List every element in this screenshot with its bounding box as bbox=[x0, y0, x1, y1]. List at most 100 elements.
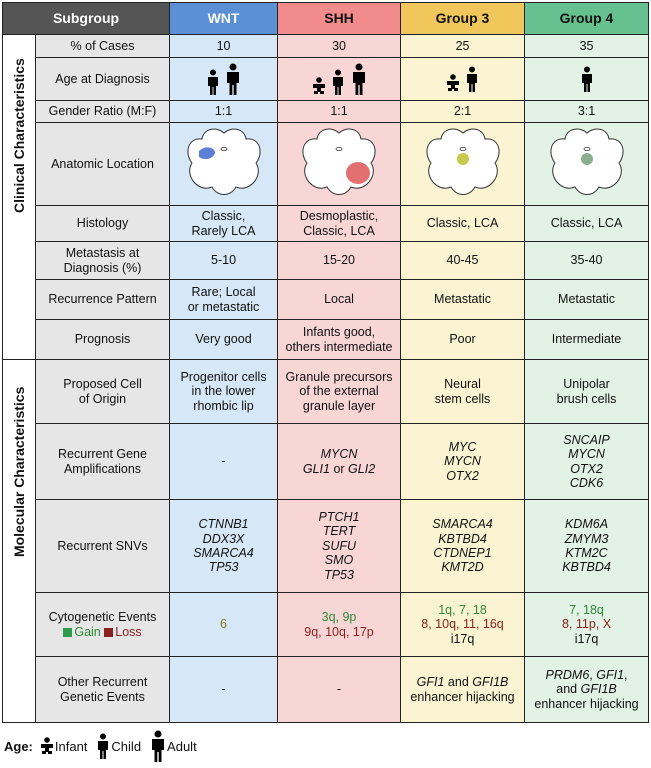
cell-age-g3 bbox=[400, 57, 526, 101]
cell-recurrence-g3: Metastatic bbox=[400, 279, 526, 320]
child-icon bbox=[207, 69, 218, 95]
header-wnt: WNT bbox=[169, 2, 279, 35]
section-clinical: Clinical Characteristics bbox=[2, 34, 36, 360]
header-group4: Group 4 bbox=[524, 2, 650, 35]
label-anatomic: Anatomic Location bbox=[34, 122, 171, 206]
cell-other-shh: - bbox=[277, 656, 402, 723]
cell-gender-wnt: 1:1 bbox=[169, 100, 279, 123]
label-gender: Gender Ratio (M:F) bbox=[34, 100, 171, 123]
cell-histology-g3: Classic, LCA bbox=[400, 205, 526, 242]
child-icon bbox=[98, 733, 109, 759]
adult-icon bbox=[227, 63, 240, 95]
cell-metastasis-wnt: 5-10 bbox=[169, 241, 279, 280]
brainstem-diagram bbox=[549, 128, 624, 196]
row-anatomic: Anatomic Location bbox=[3, 122, 650, 206]
cell-age-shh bbox=[277, 57, 402, 101]
label-histology: Histology bbox=[34, 205, 171, 242]
adult-icon bbox=[352, 63, 365, 95]
cell-histology-shh: Desmoplastic,Classic, LCA bbox=[277, 205, 402, 242]
legend-infant: Infant bbox=[54, 738, 88, 754]
row-prognosis: Prognosis Very good Infants good,others … bbox=[3, 319, 650, 360]
cell-cytogenetic-wnt: 6 bbox=[169, 592, 279, 657]
cell-metastasis-g3: 40-45 bbox=[400, 241, 526, 280]
gain-swatch bbox=[63, 627, 73, 637]
infant-icon bbox=[446, 74, 459, 91]
tumor-location-g3 bbox=[456, 153, 469, 166]
cell-anatomic-g4 bbox=[524, 122, 650, 206]
cell-gender-shh: 1:1 bbox=[277, 100, 402, 123]
cell-anatomic-shh bbox=[277, 122, 402, 206]
cell-gender-g3: 2:1 bbox=[400, 100, 526, 123]
tumor-location-wnt bbox=[198, 147, 215, 160]
cell-prognosis-g4: Intermediate bbox=[524, 319, 650, 360]
brainstem-diagram bbox=[425, 128, 500, 196]
infant-icon bbox=[40, 737, 53, 754]
label-age: Age at Diagnosis bbox=[34, 57, 171, 101]
cell-cases-shh: 30 bbox=[277, 34, 402, 58]
header-group3: Group 3 bbox=[400, 2, 526, 35]
cell-histology-wnt: Classic,Rarely LCA bbox=[169, 205, 279, 242]
brainstem-diagram bbox=[186, 128, 261, 196]
brainstem-diagram bbox=[302, 128, 376, 196]
cell-other-wnt: - bbox=[169, 656, 279, 723]
cell-prognosis-shh: Infants good,others intermediate bbox=[277, 319, 402, 360]
cell-anatomic-g3 bbox=[400, 122, 526, 206]
cell-metastasis-g4: 35-40 bbox=[524, 241, 650, 280]
cell-age-wnt bbox=[169, 57, 279, 101]
cell-prognosis-wnt: Very good bbox=[169, 319, 279, 360]
child-icon bbox=[333, 69, 344, 95]
subgroup-table: Subgroup WNT SHH Group 3 Group 4 Clinica… bbox=[1, 2, 650, 723]
loss-swatch bbox=[104, 627, 114, 637]
cell-cases-g3: 25 bbox=[400, 34, 526, 58]
cell-gender-g4: 3:1 bbox=[524, 100, 650, 123]
tumor-location-shh bbox=[346, 162, 371, 185]
cell-anatomic-wnt bbox=[169, 122, 279, 206]
cell-cases-g4: 35 bbox=[524, 34, 650, 58]
tumor-location-g4 bbox=[580, 153, 593, 166]
age-legend: Age: Infant Child Adult bbox=[4, 728, 644, 764]
label-snvs: Recurrent SNVs bbox=[34, 499, 171, 593]
section-molecular: Molecular Characteristics bbox=[2, 359, 36, 723]
row-histology: Histology Classic,Rarely LCA Desmoplasti… bbox=[3, 205, 650, 242]
child-icon bbox=[581, 66, 592, 92]
header-subgroup: Subgroup bbox=[1, 2, 171, 35]
cell-amplifications-wnt: - bbox=[169, 423, 279, 500]
cell-cases-wnt: 10 bbox=[169, 34, 279, 58]
cell-histology-g4: Classic, LCA bbox=[524, 205, 650, 242]
label-recurrence: Recurrence Pattern bbox=[34, 279, 171, 320]
child-icon bbox=[467, 66, 478, 92]
adult-icon bbox=[152, 730, 165, 762]
cell-prognosis-g3: Poor bbox=[400, 319, 526, 360]
label-prognosis: Prognosis bbox=[34, 319, 171, 360]
cell-metastasis-shh: 15-20 bbox=[277, 241, 402, 280]
legend-child: Child bbox=[111, 738, 142, 754]
legend-title: Age: bbox=[4, 738, 33, 754]
row-gender: Gender Ratio (M:F) 1:1 1:1 2:1 3:1 bbox=[3, 100, 650, 123]
row-age: Age at Diagnosis bbox=[3, 57, 650, 101]
